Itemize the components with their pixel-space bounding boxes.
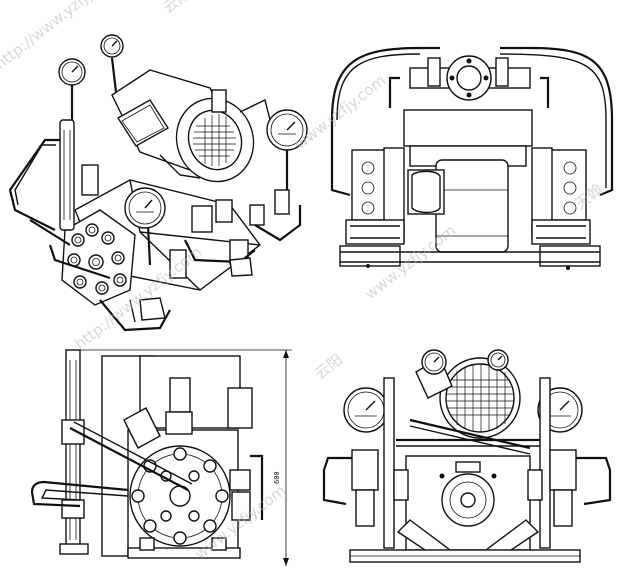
top-view (330, 46, 614, 270)
dimension-label-600: 600 (273, 471, 281, 484)
front-gauge-top-left (421, 349, 447, 375)
front-gauge-top-right (487, 349, 509, 371)
iso-cylinder-head (61, 209, 136, 306)
iso-pressure-gauge-top (100, 34, 124, 93)
iso-pressure-gauge-middle (124, 187, 166, 266)
front-left-valves (351, 449, 409, 527)
iso-valves (81, 89, 290, 279)
top-left-bank (339, 147, 405, 267)
iso-pressure-gauge-right (266, 109, 308, 190)
side-valve-stack (123, 377, 264, 521)
front-gauge-left (343, 387, 389, 433)
front-compressor-block (396, 455, 540, 561)
front-right-valves (527, 449, 577, 527)
top-return-pipe (330, 46, 614, 197)
side-separator-column (59, 349, 89, 555)
front-view (322, 349, 612, 563)
watermark-3: www.yzfjy.com (291, 71, 389, 153)
side-view: 600 (30, 349, 292, 566)
top-flange-manifold (388, 55, 550, 108)
front-frame (383, 377, 551, 549)
iso-base-feet (139, 257, 253, 321)
watermark-7: 云阳 (311, 350, 346, 383)
front-motor (415, 356, 521, 439)
top-right-bank (531, 147, 601, 267)
isometric-view (8, 34, 308, 332)
dimension-line-height: 600 (80, 349, 292, 566)
front-fan-grille (447, 364, 513, 432)
watermark-2: 云阳 (159, 0, 194, 17)
top-motor-body (403, 109, 533, 253)
iso-piping (8, 98, 302, 332)
iso-motor-fan-grille (193, 114, 236, 166)
iso-pressure-gauge-left (58, 58, 86, 120)
top-base-rail (340, 251, 600, 270)
iso-motor (111, 69, 255, 183)
iso-oil-separator (59, 119, 75, 231)
side-diagonal-pipe (69, 427, 189, 491)
